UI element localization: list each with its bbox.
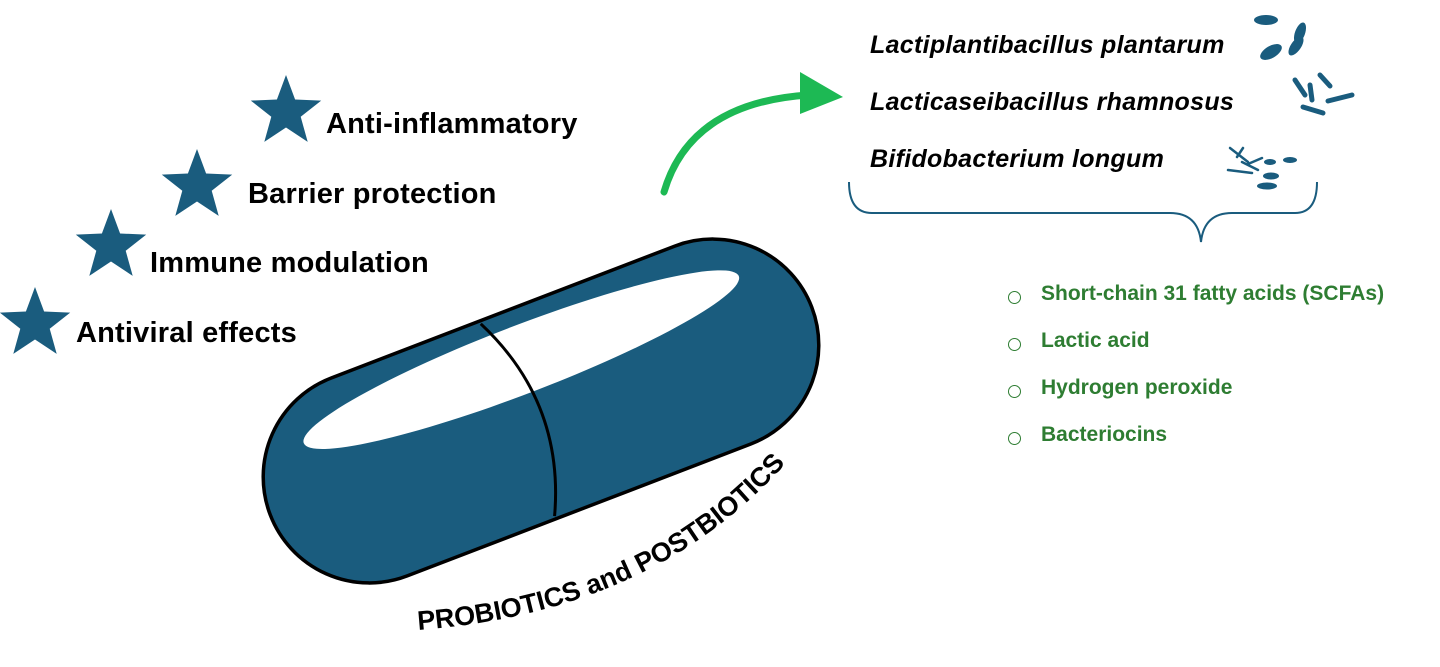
metabolite-item: Short-chain 31 fatty acids (SCFAs) bbox=[1008, 282, 1384, 329]
metabolite-list: Short-chain 31 fatty acids (SCFAs) Lacti… bbox=[1008, 282, 1384, 470]
species-lactiplantibacillus-plantarum: Lactiplantibacillus plantarum bbox=[870, 31, 1225, 59]
star-icon-barrier-protection bbox=[161, 149, 233, 216]
star-icon-anti-inflammatory bbox=[250, 75, 322, 142]
circle-bullet-icon bbox=[1008, 338, 1021, 351]
species-bifidobacterium-longum: Bifidobacterium longum bbox=[870, 145, 1165, 173]
capsule-highlight bbox=[303, 270, 740, 449]
rod-bacteria-icon bbox=[1292, 72, 1355, 116]
cocci-bacteria-icon bbox=[1254, 15, 1307, 60]
benefit-anti-inflammatory: Anti-inflammatory bbox=[326, 108, 578, 140]
metabolite-item: Lactic acid bbox=[1008, 329, 1384, 376]
metabolite-label: Short-chain 31 fatty acids (SCFAs) bbox=[1041, 282, 1385, 305]
star-icon-immune-modulation bbox=[75, 209, 147, 276]
circle-bullet-icon bbox=[1008, 385, 1021, 398]
curly-bracket bbox=[848, 181, 1318, 243]
metabolite-label: Lactic acid bbox=[1041, 329, 1150, 352]
benefit-barrier-protection: Barrier protection bbox=[248, 178, 497, 210]
metabolite-label: Bacteriocins bbox=[1041, 423, 1168, 446]
star-icon-antiviral-effects bbox=[0, 287, 71, 354]
capsule-icon bbox=[261, 237, 821, 585]
metabolite-item: Bacteriocins bbox=[1008, 423, 1384, 470]
species-lacticaseibacillus-rhamnosus: Lacticaseibacillus rhamnosus bbox=[870, 88, 1235, 116]
circle-bullet-icon bbox=[1008, 432, 1021, 445]
benefit-immune-modulation: Immune modulation bbox=[150, 247, 429, 279]
metabolite-item: Hydrogen peroxide bbox=[1008, 376, 1384, 423]
capsule-seam bbox=[479, 322, 558, 517]
metabolite-label: Hydrogen peroxide bbox=[1041, 376, 1233, 399]
benefit-antiviral-effects: Antiviral effects bbox=[76, 317, 297, 349]
branched-bacteria-icon bbox=[1226, 146, 1297, 190]
circle-bullet-icon bbox=[1008, 291, 1021, 304]
arrow-icon bbox=[660, 72, 843, 196]
